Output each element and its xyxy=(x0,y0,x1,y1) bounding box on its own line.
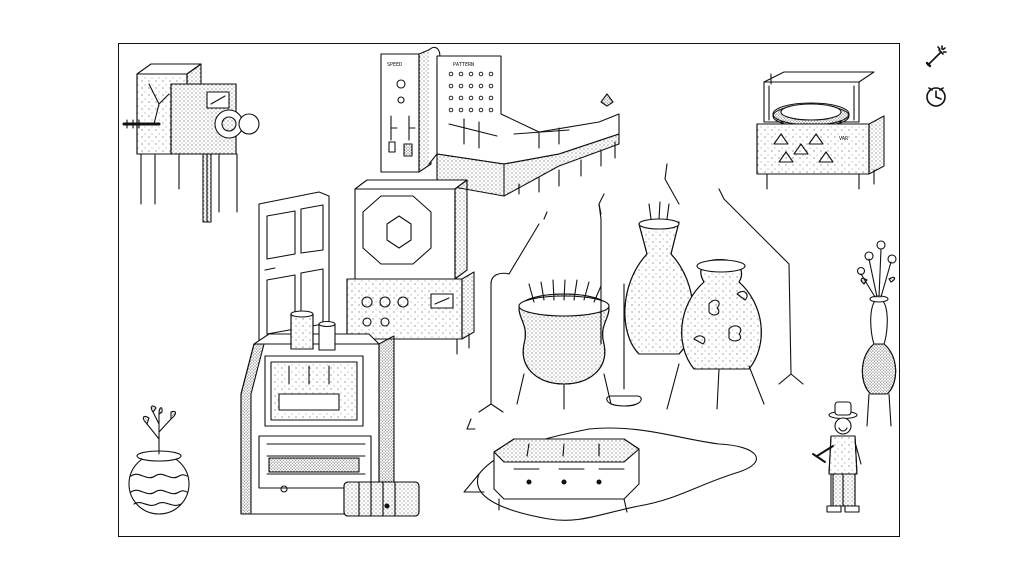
ground-mark xyxy=(466,418,476,430)
magic-wand-button[interactable] xyxy=(921,41,951,71)
octagon-machine[interactable] xyxy=(346,179,475,355)
clock-button[interactable] xyxy=(921,81,951,111)
turntable-machine[interactable] xyxy=(756,71,885,190)
cauldron[interactable] xyxy=(478,193,612,413)
farmer-character[interactable] xyxy=(812,401,862,513)
speed-label: SPEED xyxy=(387,62,402,68)
pattern-label: PATTERN xyxy=(453,62,474,68)
clock-icon xyxy=(926,87,946,107)
flower-vase[interactable] xyxy=(856,240,897,427)
mixer-box[interactable] xyxy=(476,427,757,521)
pattern-machine[interactable] xyxy=(380,46,620,197)
vase-still[interactable] xyxy=(598,163,804,410)
scene-illustration: SPEED PATTERN VAR xyxy=(122,46,897,521)
var-label: VAR xyxy=(839,136,849,142)
console-machine[interactable] xyxy=(240,310,420,517)
magic-wand-icon xyxy=(925,45,947,68)
potted-plant[interactable] xyxy=(128,405,190,515)
spill-drip xyxy=(463,473,485,493)
game-scene[interactable]: SPEED PATTERN VAR xyxy=(118,43,900,537)
crank-machine[interactable] xyxy=(122,63,260,223)
